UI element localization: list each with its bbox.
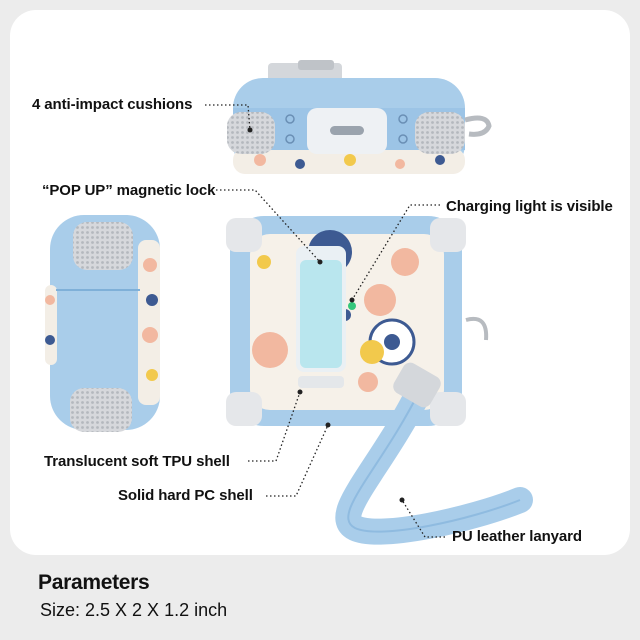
label-charging-light: Charging light is visible <box>446 198 613 215</box>
charging-light <box>348 302 356 310</box>
leader-lines <box>205 104 445 538</box>
label-magnetic-lock: “POP UP” magnetic lock <box>42 182 216 199</box>
lanyard <box>335 362 533 545</box>
case-top-view <box>227 60 492 174</box>
label-lanyard: PU leather lanyard <box>452 528 582 545</box>
cushion-right <box>415 112 465 154</box>
cushion-left <box>227 112 275 154</box>
leader-dots <box>247 127 405 503</box>
label-cushions: 4 anti-impact cushions <box>32 96 193 113</box>
cushion-side-top <box>73 222 133 270</box>
parameters-size: Size: 2.5 X 2 X 1.2 inch <box>40 600 228 620</box>
magnetic-lock <box>300 260 342 368</box>
lanyard-clasp <box>393 362 441 408</box>
parameters-panel <box>0 555 640 640</box>
case-side-view <box>45 215 160 432</box>
case-body-side <box>50 215 160 430</box>
cushion-side-bottom <box>70 388 132 432</box>
label-pc-shell: Solid hard PC shell <box>118 487 253 504</box>
case-front-view <box>226 216 489 426</box>
label-tpu-shell: Translucent soft TPU shell <box>44 453 230 470</box>
parameters-title: Parameters <box>38 571 150 594</box>
